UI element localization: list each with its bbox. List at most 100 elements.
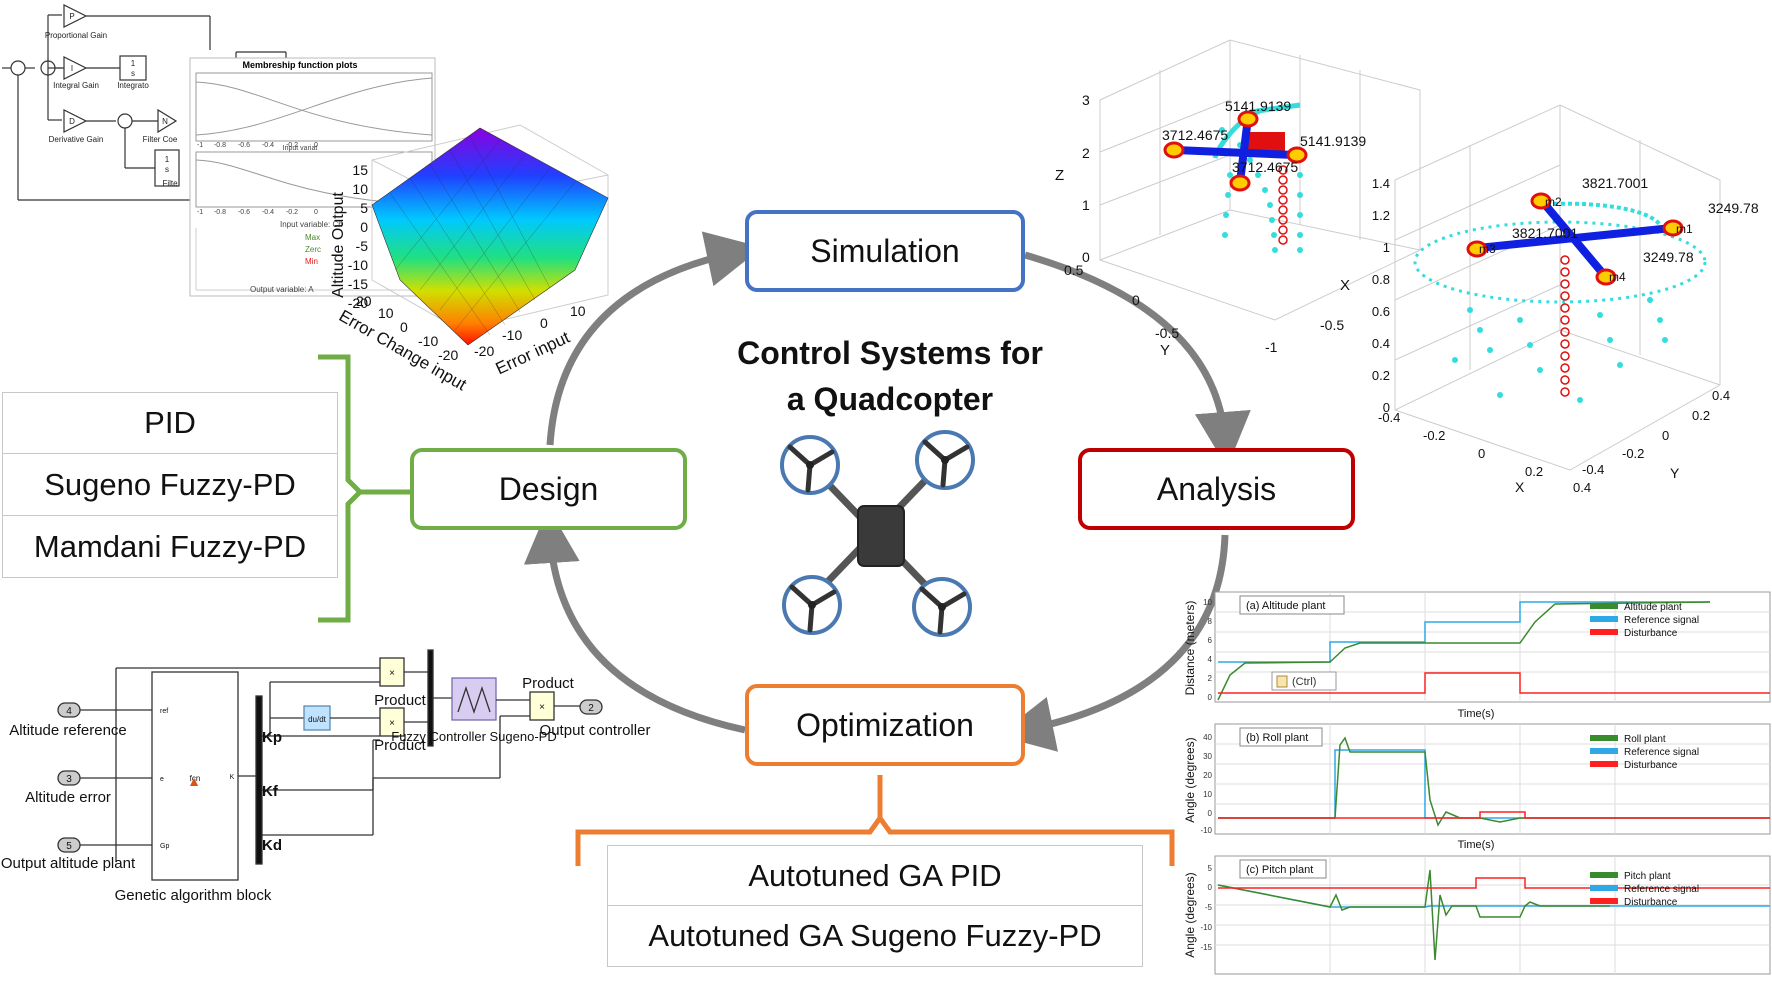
matlab-icon: ▲ <box>187 773 201 789</box>
quad-axis-y: Y <box>1160 342 1170 359</box>
stage-optimization[interactable]: Optimization <box>745 684 1025 766</box>
port-num: 5 <box>66 841 72 852</box>
svg-text:×: × <box>389 668 395 679</box>
kd-label: Kd <box>262 837 282 854</box>
quad-tick2: -0.2 <box>1423 428 1445 443</box>
quad-label2: 3821.7001 <box>1512 225 1578 241</box>
product-label-1: Product <box>374 692 427 709</box>
quad-axis-y2: Y <box>1670 465 1680 481</box>
quad-axis-x2: X <box>1515 479 1525 495</box>
quad-label2: 3821.7001 <box>1582 175 1648 191</box>
stage-simulation-label: Simulation <box>810 232 960 269</box>
ctrl-tag: (Ctrl) <box>1292 676 1316 688</box>
quad-tick2: 0.2 <box>1692 408 1710 423</box>
quad-motor-label: m2 <box>1545 195 1562 209</box>
stage-analysis[interactable]: Analysis <box>1078 448 1355 530</box>
port-num: 2 <box>588 703 594 714</box>
port-in-label: ref <box>160 708 168 715</box>
altitude-legend: Reference signal <box>1624 615 1699 626</box>
center-title-line2: a Quadcopter <box>786 381 994 417</box>
pitch-ytick: 5 <box>1208 864 1213 873</box>
quad-label: 3712.4675 <box>1232 159 1298 175</box>
surface-xtick: 0 <box>400 319 408 335</box>
roll-ytick: 30 <box>1203 752 1212 761</box>
optimization-method-ga-pid: Autotuned GA PID <box>608 846 1142 906</box>
surface-ztick: -20 <box>348 295 368 311</box>
fcn-label: fcn <box>190 774 201 783</box>
quad-tick: 0.5 <box>1064 262 1084 278</box>
quadcopter-icon <box>780 430 975 637</box>
quad-tick: -1 <box>1265 339 1278 355</box>
membership-tick: -1 <box>197 142 203 149</box>
quad-tick2: 0.2 <box>1525 464 1543 479</box>
altitude-reference-label: Altitude reference <box>9 722 127 739</box>
pitch-ytick: -10 <box>1200 923 1212 932</box>
pitch-ytick: 0 <box>1208 883 1213 892</box>
quad-tick2: -0.2 <box>1622 446 1644 461</box>
roll-ytick: 20 <box>1203 771 1212 780</box>
quad-ztick: 0 <box>1082 249 1090 265</box>
membership-tick: 0 <box>314 209 318 216</box>
quad-ztick2: 1.2 <box>1372 208 1390 223</box>
quad-label: 3712.4675 <box>1162 127 1228 143</box>
design-method-sugeno: Sugeno Fuzzy-PD <box>3 454 337 516</box>
roll-legend: Disturbance <box>1624 760 1678 771</box>
surface-xtick: 10 <box>378 305 394 321</box>
quad-tick2: 0.4 <box>1573 480 1591 495</box>
membership-tick: -0.4 <box>262 209 274 216</box>
quad-tick2: 0 <box>1662 428 1669 443</box>
roll-plot: (b) Roll plant Roll plant Reference sign… <box>1183 723 1771 851</box>
roll-ytick: 10 <box>1203 790 1212 799</box>
dudt-label: du/dt <box>308 715 327 724</box>
pitch-plot: (c) Pitch plant Pitch plant Reference si… <box>1183 855 1771 975</box>
pid-n-symbol: N <box>162 117 168 126</box>
surface-ztick: -10 <box>348 257 368 273</box>
cycle-arrow-sim-to-analysis <box>1024 251 1251 468</box>
quad-ztick: 1 <box>1082 197 1090 213</box>
pid-filter-coef-label: Filter Coe <box>143 135 178 144</box>
design-method-pid: PID <box>3 393 337 454</box>
port-num: 3 <box>66 774 72 785</box>
port-in-label: Gp <box>160 843 169 850</box>
cycle-arrow-design-to-sim <box>546 231 763 446</box>
surface-xtick: 20 <box>356 293 372 309</box>
quad-ztick2: 0.4 <box>1372 336 1390 351</box>
quad-tick: -0.5 <box>1155 325 1179 341</box>
surface-ztick: 5 <box>360 200 368 216</box>
quad-tick2: -0.4 <box>1378 410 1400 425</box>
altitude-legend: Altitude plant <box>1624 602 1682 613</box>
pid-p-symbol: P <box>69 12 74 21</box>
quad-tick: -0.5 <box>1320 317 1344 333</box>
kp-label: Kp <box>262 729 282 746</box>
surface-xtick: -10 <box>418 333 438 349</box>
design-bracket <box>318 354 410 623</box>
product-label-3: Product <box>522 675 575 692</box>
altitude-ytick: 6 <box>1208 636 1213 645</box>
roll-legend: Roll plant <box>1624 734 1666 745</box>
pitch-ytick: -15 <box>1200 943 1212 952</box>
altitude-ytick: 2 <box>1208 674 1213 683</box>
roll-ytick: -10 <box>1200 826 1212 835</box>
svg-text:×: × <box>539 702 545 713</box>
membership-input-label: Input variat <box>283 145 318 152</box>
stage-simulation[interactable]: Simulation <box>745 210 1025 292</box>
port-in-label: e <box>160 776 164 783</box>
optimization-bracket <box>575 775 1175 866</box>
stage-analysis-label: Analysis <box>1156 470 1277 507</box>
quad-ztick2: 0.6 <box>1372 304 1390 319</box>
quad-ztick2: 1 <box>1383 240 1390 255</box>
pid-filter-label: Filte <box>162 179 178 188</box>
membership-legend-min: Min <box>305 257 318 266</box>
surface-ztick: -5 <box>356 238 369 254</box>
membership-tick: -0.2 <box>286 209 298 216</box>
stage-design[interactable]: Design <box>410 448 687 530</box>
surface-zlabel: Altitude Output <box>330 192 347 298</box>
quad-ztick2: 1.4 <box>1372 176 1390 191</box>
membership-legend-zero: Zerc <box>305 245 321 254</box>
pid-integrator-label: Integrato <box>117 81 149 90</box>
product-label-2: Product <box>374 737 427 754</box>
